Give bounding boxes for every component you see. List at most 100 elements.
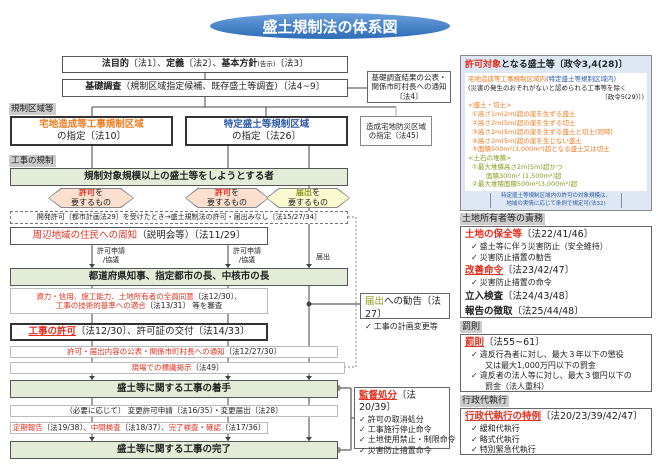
- definition-label: 定義: [166, 58, 185, 69]
- advice-item: 工事の計画変更等: [365, 322, 445, 333]
- deemed-permit-box: 開発許可〔都市計画法29〕を受けたとき→盛土規制法の許可・届出みなし〔法15/2…: [10, 211, 348, 224]
- supervision-item: 工事施行停止命令: [359, 425, 445, 435]
- resident-notice-key: 周辺地域の住民への周知: [32, 230, 138, 242]
- owner-duty-item: 盛土等に伴う災害防止（安全維持）: [465, 242, 647, 253]
- hex-key: 届出: [296, 188, 312, 198]
- inspection-box: 定期報告〔法19/38〕、中間検査〔法18/37〕、完了検査・確認〔法17/36…: [10, 422, 268, 434]
- sign-box: 現場での標識掲示〔法49〕: [10, 362, 345, 374]
- resident-notice-box: 周辺地域の住民への周知（説明会等）〔法11/29〕: [10, 227, 268, 245]
- bousai-zone-law: の指定〔法45〕: [368, 131, 424, 140]
- definition-law: 〔法2〕、: [184, 58, 222, 69]
- policy-label: 基本方針: [221, 58, 258, 69]
- policy-law: 〔法3〕: [275, 58, 309, 69]
- hex-notification: 届出を要するもの: [266, 188, 350, 208]
- actor-bar: 規制対象規模以上の盛土等をしようとする者: [10, 168, 348, 186]
- section-label-works: 工事の規制: [9, 155, 56, 167]
- advice-box: 届出への勧告〔法27〕 工事の計画変更等: [360, 293, 450, 331]
- target-item: ③高さ2m(5m)超の崖を生ずる盛土と切土(同時): [472, 127, 613, 136]
- arrow-label-application-1: 許可申請/協議: [97, 247, 125, 265]
- purpose-box: 法目的〔法1〕、定義〔法2〕、基本方針(告示)〔法3〕: [62, 56, 348, 73]
- owner-duty-item: 災害防止措置の勧告: [465, 253, 647, 264]
- report-law: 〔法25/44/48〕: [512, 305, 584, 317]
- periodic-report: 定期報告: [12, 423, 43, 433]
- target-group1: <盛土・切土>: [468, 101, 512, 110]
- purpose-label: 法目的: [101, 58, 129, 69]
- permit-law: 〔法12/30〕、許可証の交付〔法14/33〕: [76, 326, 250, 338]
- sign-text: 現場での標識掲示: [131, 363, 192, 373]
- publication-law: 〔法12/27/30〕: [224, 347, 281, 357]
- target-item: ①最大堆積高さ2m(5m)超かつ: [472, 162, 563, 171]
- sign-law: 〔法49〕: [191, 363, 224, 373]
- target-item: ②高さ2m(5m)超の崖を生ずる切土: [472, 118, 576, 127]
- hex-key: 許可: [79, 188, 95, 198]
- completion-inspection: 完了検査・確認: [168, 423, 222, 433]
- admin-key: 行政代執行の特例: [465, 411, 542, 422]
- bousai-zone-box: 造成宅地防災区域の指定〔法45〕: [360, 116, 432, 146]
- survey-note-line: 基礎調査結果の公表・: [371, 72, 447, 82]
- publication-text: 許可・届出内容の公表・関係市町村長への通知: [67, 347, 225, 357]
- arrow-label-notification: 届出: [316, 253, 330, 261]
- target-item: ①高さ1m(2m)超の崖を生ずる盛土: [472, 110, 576, 119]
- target-item: ⑤面積500m²(3,000m²)超となる盛土又は切土: [472, 145, 610, 154]
- section-label-zones: 規制区域等: [9, 103, 56, 115]
- target-group2: <土石の堆積>: [468, 154, 512, 163]
- target-key: 許可対象: [465, 60, 502, 70]
- target-item: ②最大堆積面積500m²(3,000m²)超: [472, 180, 578, 189]
- hex-rest: を: [312, 188, 320, 198]
- takuchi-zone-name: 宅地造成等工事規制区域: [39, 119, 144, 131]
- target-note: 特定盛土等規制区域内の許可の対象規模は、: [500, 193, 611, 200]
- interim-inspection-law: 〔法18/37〕、: [120, 423, 169, 433]
- admin-box: 行政代執行の特例〔法20/23/39/42/47〕 緩和代執行 略式代執行 特別…: [460, 408, 652, 455]
- takuchi-zone-law: の指定〔法10〕: [56, 131, 127, 142]
- report-key: 報告の徴取: [465, 305, 513, 317]
- hex-key: 許可: [215, 188, 231, 198]
- basic-survey-label: 基礎調査: [85, 82, 122, 93]
- page-title: 盛土規制法の体系図: [210, 13, 450, 39]
- advice-key: 届出: [365, 296, 385, 307]
- survey-publication-box: 基礎調査結果の公表・関係市町村長への通知〔法4〕: [367, 71, 451, 103]
- hex-rest: を: [231, 188, 239, 198]
- inspection-key: 立入検査: [465, 291, 504, 303]
- admin-item: 略式代執行: [465, 435, 647, 446]
- target-zone1: 宅地造成等工事規制区域内: [468, 75, 546, 84]
- penalty-item: 違反行為者に対し、最大３年以下の懲役: [465, 350, 647, 361]
- owner-duty-key: 土地の保全等: [465, 229, 523, 240]
- penalty-law: 〔法55~61〕: [484, 337, 545, 348]
- target-zone2: (特定盛土等規制区域内): [546, 75, 617, 84]
- hex-permit-2: 許可を要するもの: [185, 188, 269, 208]
- review-law-1: 〔法12/30〕、: [193, 291, 242, 301]
- admin-item: 特別緊急代執行: [465, 445, 647, 456]
- advice-title: への勧告〔法27〕: [365, 296, 442, 320]
- notice-tag: (告示): [257, 60, 276, 69]
- section-label-penalty: 罰則: [460, 321, 483, 333]
- hex-line2: 要するもの: [288, 198, 328, 207]
- supervision-item: 災害防止措置命令: [359, 446, 445, 456]
- improvement-order-key: 改善命令: [465, 265, 504, 277]
- penalty-item-cont: 罰金（法人重科）: [485, 382, 549, 392]
- permit-key: 工事の許可: [28, 326, 76, 338]
- review-criteria-2: 工事の技術的基準への適合: [55, 301, 146, 310]
- supervision-key: 監督処分: [359, 390, 398, 401]
- target-item: ④高さ2m(5m)超の崖を生じない盛土: [472, 136, 582, 145]
- target-item: 面積300m² (1,500m²)超: [486, 171, 562, 180]
- target-exclude-law: 〔政令5(29)〕): [601, 92, 644, 101]
- hex-rest: を: [95, 188, 103, 198]
- purpose-law: 〔法1〕、: [128, 58, 167, 69]
- improvement-order-law: 〔法23/42/47〕: [503, 265, 575, 277]
- periodic-report-law: 〔法19/38〕、: [42, 423, 91, 433]
- improvement-order-item: 災害防止措置の命令: [465, 278, 647, 289]
- publication-box: 許可・届出内容の公表・関係市町村長への通知〔法12/27/30〕: [10, 346, 338, 358]
- complete-bar: 盛土等に関する工事の完了: [10, 441, 338, 459]
- review-box: 資力・信用、施工能力、土地所有者の全員同意〔法12/30〕、 工事の技術的基準へ…: [10, 288, 268, 314]
- penalty-item-cont: 又は最大1,000万円以下の罰金: [485, 360, 596, 370]
- admin-item: 緩和代執行: [465, 424, 647, 435]
- interim-inspection: 中間検査: [90, 423, 121, 433]
- section-label-owners: 土地所有者等の責務: [460, 213, 546, 225]
- inspection-law: 〔法24/43/48〕: [503, 291, 575, 303]
- start-bar: 盛土等に関する工事の着手: [10, 380, 338, 398]
- bousai-zone-name: 造成宅地防災区域: [366, 121, 426, 131]
- resident-notice-law: （説明会等）〔法11/29〕: [137, 230, 246, 242]
- arrow-label-application-2: 許可申請/協議: [233, 247, 261, 265]
- basic-survey-box: 基礎調査（規制区域指定候補、既存盛土等調査）〔法4~9〕: [62, 79, 348, 97]
- takuchi-zone-box: 宅地造成等工事規制区域の指定〔法10〕: [10, 116, 173, 146]
